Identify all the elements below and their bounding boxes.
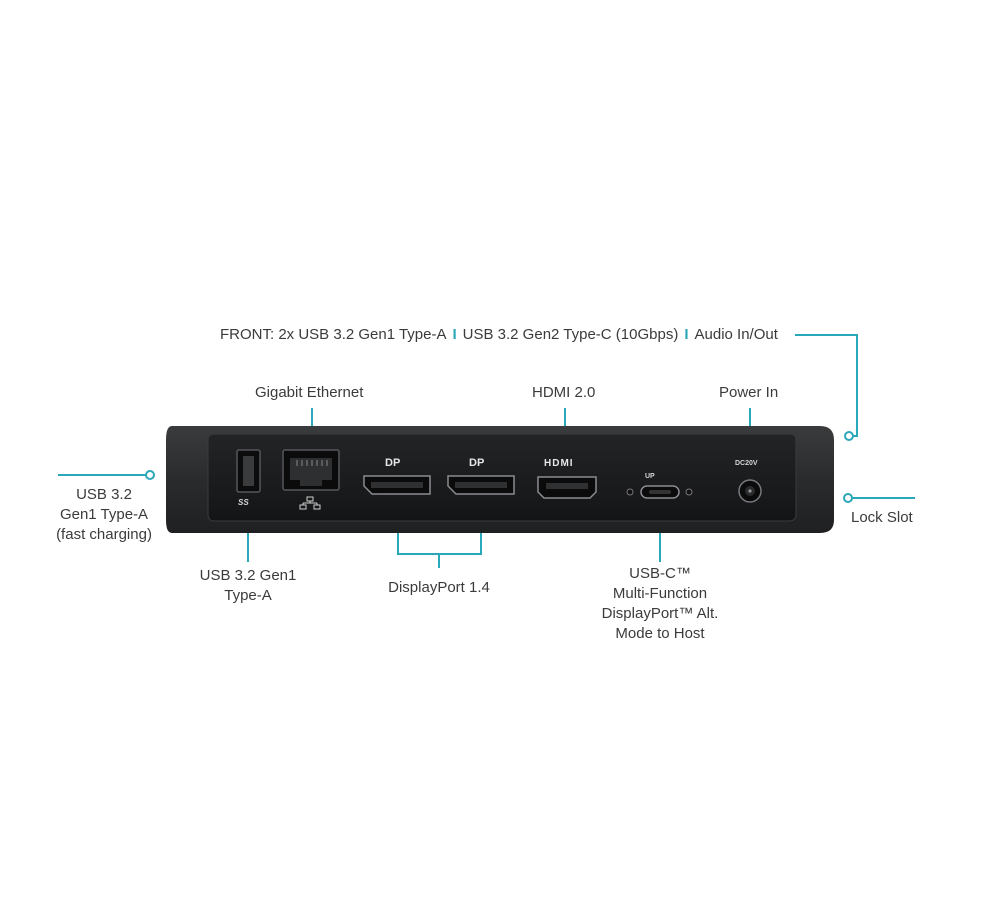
power-in-label: Power In [719, 384, 779, 401]
usb-fast-line-3: (fast charging) [56, 526, 152, 543]
usbc-line-2: Multi-Function [612, 585, 708, 602]
usb-gen1-label: USB 3.2 Gen1 Type-A [188, 566, 308, 606]
gigabit-ethernet-label: Gigabit Ethernet [255, 384, 364, 401]
displayport-port-1 [363, 475, 431, 495]
lock-slot-label: Lock Slot [851, 509, 913, 526]
front-usb-a-text: FRONT: 2x USB 3.2 Gen1 Type-A [220, 326, 447, 343]
front-audio-text: Audio In/Out [694, 326, 778, 343]
displayport-label: DisplayPort 1.4 [388, 579, 490, 596]
front-usb-c-text: USB 3.2 Gen2 Type-C (10Gbps) [462, 326, 679, 343]
usb-fast-line-1: USB 3.2 [76, 486, 132, 503]
displayport-callout-line [397, 522, 482, 568]
usb-gen1-line-1: USB 3.2 Gen1 [199, 567, 297, 584]
usb-gen1-line-2: Type-A [224, 587, 272, 604]
displayport-logo-1: DP [385, 457, 401, 469]
usbc-line-1: USB-C™ [629, 565, 691, 582]
usb-a-port [236, 449, 261, 493]
displayport-port-2 [447, 475, 515, 495]
hdmi-port [537, 476, 597, 499]
usb-fast-line-2: Gen1 Type-A [59, 506, 149, 523]
dc-voltage-mark: DC20V [735, 460, 758, 467]
ethernet-port [282, 449, 340, 491]
displayport-logo-2: DP [469, 457, 485, 469]
usb-ss-icon: SS [238, 498, 249, 507]
usb-c-port [626, 485, 693, 499]
dc-jack [738, 479, 762, 503]
usb-c-up-mark: UP [645, 473, 655, 480]
usbc-label: USB-C™ Multi-Function DisplayPort™ Alt. … [590, 564, 730, 644]
usbc-line-3: DisplayPort™ Alt. [601, 605, 719, 622]
usb-fast-charging-label: USB 3.2 Gen1 Type-A (fast charging) [44, 485, 164, 545]
front-separator-1: I [452, 326, 457, 343]
hdmi-label: HDMI 2.0 [532, 384, 596, 401]
ethernet-icon [299, 496, 321, 510]
front-separator-2: I [684, 326, 689, 343]
hdmi-icon: HDMI [544, 458, 574, 469]
usbc-line-4: Mode to Host [615, 625, 705, 642]
front-ports-label: FRONT: 2x USB 3.2 Gen1 Type-A I USB 3.2 Ge… [220, 325, 778, 345]
